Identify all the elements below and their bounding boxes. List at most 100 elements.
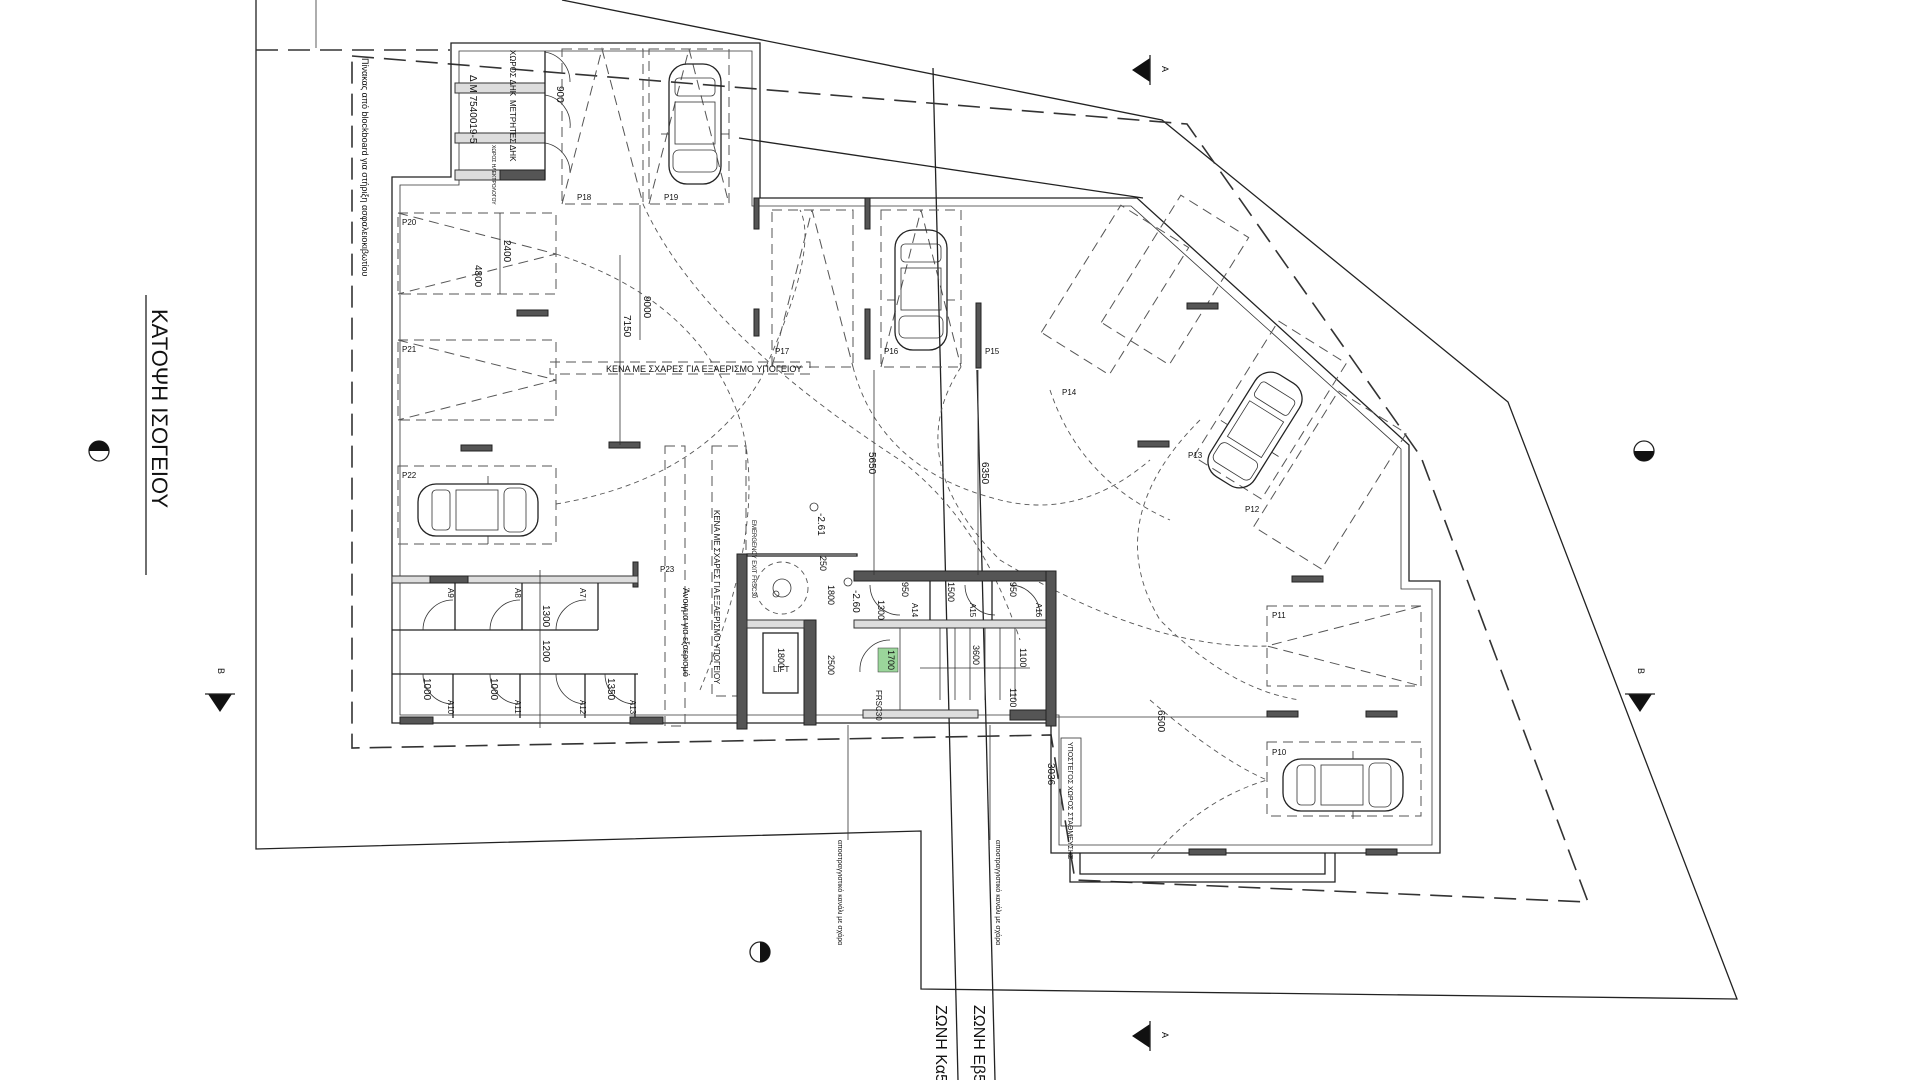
stall-label: P12: [1245, 505, 1260, 514]
stall-label: P19: [664, 193, 679, 202]
svg-text:A: A: [1160, 66, 1170, 72]
stall-label: P10: [1272, 748, 1287, 757]
section-marker-b-right: B: [1625, 668, 1655, 712]
level-marker: -2.60: [843, 577, 861, 613]
svg-text:9000: 9000: [641, 296, 652, 319]
stall-label: P22: [402, 471, 417, 480]
svg-text:4800: 4800: [472, 265, 483, 288]
storage-label: Α7: [578, 588, 587, 598]
storage-label: Α15: [968, 603, 977, 618]
covered-parking-label: ΥΠΟΣΤΕΓΟΣ ΧΩΡΟΣ ΣΤΑΘΜΕΥΣΗΣ: [1060, 737, 1082, 860]
svg-text:B: B: [1636, 668, 1646, 674]
dim-1800: 1800: [776, 648, 786, 668]
person-figure: [877, 647, 899, 673]
dim-3600: 3600: [971, 645, 981, 665]
vent-grilles-label: ΚΕΝΑ ΜΕ ΣΧΑΡΕΣ ΓΙΑ ΕΞΑΕΡΙΣΜΟ ΥΠΟΓΕΙΟΥ: [606, 364, 802, 374]
parking-labels: P10 P11 P12 P13 P14 P15 P16 P17 P18 P19 …: [402, 193, 1287, 757]
dimension-lines: 2400 4800 9000 7150 5650 6350 6500 3036: [472, 205, 1270, 786]
svg-text:2400: 2400: [501, 240, 512, 263]
storage-label: Α13: [628, 700, 637, 715]
vent-opening-label: Άνοιγμα για εξαερισμό: [681, 588, 691, 677]
elevation-marker: [749, 941, 771, 963]
dim-1300: 1300: [540, 605, 551, 628]
vent-grilles-vertical-label: ΚΕΝΑ ΜΕ ΣΧΑΡΕΣ ΓΙΑ ΕΞΑΕΡΙΣΜΟ ΥΠΟΓΕΙΟΥ: [712, 510, 721, 685]
stall-label: P21: [402, 345, 417, 354]
drain-note-right: αποστραγγιστικό κανάλι με σχάρα: [994, 840, 1002, 945]
dim-1700: 1700: [886, 650, 896, 670]
stall-label: P16: [884, 347, 899, 356]
columns: [460, 197, 1398, 856]
svg-text:6350: 6350: [979, 462, 990, 485]
storage-label: Α8: [513, 588, 522, 598]
elevation-marker: [88, 440, 110, 462]
dim-950: 950: [1008, 582, 1018, 597]
svg-text:-2.61: -2.61: [815, 513, 826, 536]
stall-label: P20: [402, 218, 417, 227]
svg-text:B: B: [216, 668, 226, 674]
stall-label: P23: [660, 565, 675, 574]
wheelchair-icon: [772, 578, 792, 598]
svg-text:ΥΠΟΣΤΕΓΟΣ ΧΩΡΟΣ ΣΤΑΘΜΕΥΣΗΣ: ΥΠΟΣΤΕΓΟΣ ΧΩΡΟΣ ΣΤΑΘΜΕΥΣΗΣ: [1066, 742, 1073, 860]
zone-label-eb5: ΖΩΝΗ Εβ5: [970, 1005, 987, 1080]
dhk-rooms: ΧΩΡΟΣ ΔΗΚ ΜΕΤΡΗΤΕΣ ΔΗΚ ΧΩΡΟΣ ΗΛΕΚΤΡΟΛΟΓΟ…: [360, 50, 571, 277]
svg-text:3036: 3036: [1045, 763, 1056, 786]
emergency-exit-label: EMERGENCY EXIT FRSC30: [750, 520, 756, 599]
lift-label: LIFT: [773, 665, 790, 674]
dim-1000: 1000: [488, 678, 499, 701]
svg-text:7150: 7150: [621, 315, 632, 338]
storage-label: Α12: [578, 700, 587, 715]
car: [417, 475, 539, 545]
storage-rooms: Α9 Α8 Α7 Α10 Α11 Α12 Α13 1300 1200 1350 …: [391, 570, 664, 728]
stall-label: P11: [1272, 611, 1286, 620]
section-marker-a-top: A: [1132, 55, 1170, 85]
elevation-marker: [1633, 440, 1655, 462]
dim-1200: 1200: [540, 640, 551, 663]
frsc-label: FRSC30: [874, 690, 883, 721]
parking-stalls: [397, 47, 1422, 817]
storage-label: Α16: [1034, 603, 1043, 618]
section-marker-b-left: B: [205, 668, 235, 712]
dim-2500: 2500: [826, 655, 836, 675]
dim-1100: 1100: [1008, 688, 1018, 707]
storage-label: Α9: [446, 588, 455, 598]
dim-1500: 1500: [946, 582, 956, 602]
dim-1100: 1100: [1018, 648, 1028, 667]
electrical-room-label: ΧΩΡΟΣ ΗΛΕΚΤΡΟΛΟΓΟΥ: [490, 145, 496, 205]
svg-text:5650: 5650: [866, 452, 877, 475]
car: [1193, 360, 1317, 500]
stall-label: P13: [1188, 451, 1203, 460]
car: [1282, 750, 1404, 820]
dim-1350: 1350: [605, 678, 616, 701]
dim-900: 900: [554, 86, 565, 103]
building-outline: [391, 42, 1441, 883]
basement-outline: [351, 55, 1590, 903]
stair-lift-core: Α14 Α15 Α16 LIFT 1800 1800 1300 1500 250…: [736, 520, 1057, 730]
dhk-room-label: ΧΩΡΟΣ ΔΗΚ: [508, 50, 517, 97]
stall-label: P18: [577, 193, 592, 202]
svg-text:6500: 6500: [1155, 710, 1166, 733]
dim-1800: 1800: [826, 585, 836, 605]
dim-250: 250: [818, 556, 828, 571]
stall-label: P17: [775, 347, 790, 356]
dim-1000: 1000: [421, 678, 432, 701]
svg-text:ΚΑΤΟΨΗ ΙΣΟΓΕΙΟΥ: ΚΑΤΟΨΗ ΙΣΟΓΕΙΟΥ: [147, 309, 172, 508]
dim-1300: 1300: [876, 600, 886, 620]
dim-950: 950: [900, 582, 910, 597]
drawing-title: ΚΑΤΟΨΗ ΙΣΟΓΕΙΟΥ: [145, 295, 172, 575]
zone-label-ka5: ΖΩΝΗ Κα5: [932, 1005, 949, 1080]
car: [886, 229, 956, 351]
dm-label: Δ.Μ 7540019-5: [467, 75, 478, 144]
stall-label: P14: [1062, 388, 1077, 397]
section-marker-a-bottom: A: [1132, 1021, 1170, 1051]
dhk-meters-label: ΜΕΤΡΗΤΕΣ ΔΗΚ: [508, 100, 517, 162]
storage-label: Α11: [513, 700, 522, 714]
stall-label: P15: [985, 347, 1000, 356]
cars: [417, 63, 1404, 820]
drain-note-left: αποστραγγιστικό κανάλι με σχάρα: [836, 840, 844, 945]
manoeuvre-curves: [555, 203, 1301, 861]
storage-label: Α10: [446, 700, 455, 715]
plot-boundary: [255, 0, 1738, 1000]
blockboard-note: Πίνακας από blockboard για στήριξη ασφαλ…: [360, 58, 370, 277]
svg-text:-2.60: -2.60: [850, 590, 861, 613]
